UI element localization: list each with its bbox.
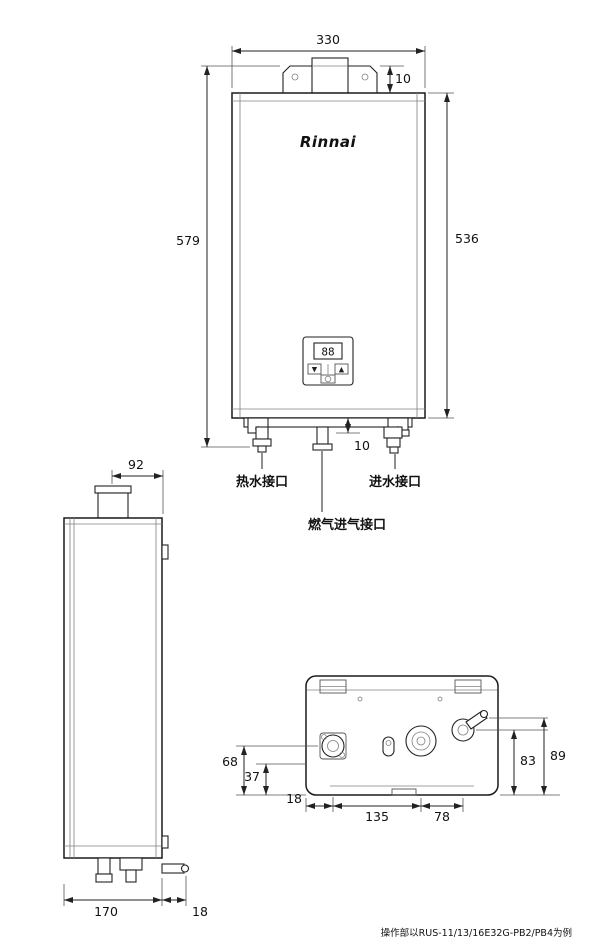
dim-flue-depth: 92 (128, 457, 144, 472)
flue-pipe (94, 485, 132, 494)
dim-gas-pipe-height: 89 (550, 748, 566, 763)
water-inlet-fitting (383, 426, 403, 439)
front-dimensions: 330 10 579 536 10 (176, 32, 479, 453)
control-panel: 88 ▼ ▲ (302, 336, 354, 386)
port-labels: 热水接口 进水接口 燃气进气接口 (236, 451, 421, 533)
dim-drain-height: 37 (244, 769, 260, 784)
hot-water-fitting (255, 426, 269, 440)
dim-hot-water-height: 68 (222, 754, 238, 769)
label-water-inlet: 进水接口 (369, 474, 421, 490)
bottom-drain-port (382, 736, 395, 757)
brand-logo: Rinnai (300, 133, 357, 151)
dim-hot-water-to-inlet: 135 (365, 809, 389, 824)
footnote: 操作部以RUS-11/13/16E32G-PB2/PB4为例 (381, 927, 572, 939)
power-button (320, 374, 336, 384)
front-view: Rinnai 88 ▼ ▲ (231, 57, 426, 454)
dim-bottom-offset: 10 (354, 438, 370, 453)
mount-bracket-bottom (161, 835, 169, 849)
side-cabinet (63, 517, 163, 859)
dim-bracket-offset: 10 (395, 71, 411, 86)
bottom-fittings (243, 417, 413, 454)
bottom-view (305, 675, 499, 796)
up-arrow-icon: ▲ (339, 366, 345, 374)
bottom-gas-valve (451, 709, 489, 742)
bottom-hot-water-port (319, 732, 347, 760)
dim-inlet-to-gas: 78 (434, 809, 450, 824)
gas-inlet-pipe (316, 426, 329, 445)
label-gas-inlet: 燃气进气接口 (308, 517, 386, 533)
side-view (63, 485, 190, 883)
dim-valve-protrusion: 18 (192, 904, 208, 919)
dim-body-height: 536 (455, 231, 479, 246)
side-dimensions: 92 170 18 (63, 457, 208, 919)
mount-bracket-top (161, 544, 169, 560)
up-button (334, 363, 349, 375)
down-arrow-icon: ▼ (312, 366, 318, 374)
temperature-display (313, 342, 343, 360)
bottom-dimensions: 68 37 18 135 78 83 89 (222, 717, 566, 824)
dim-gas-height: 83 (520, 753, 536, 768)
flue-collar (311, 57, 349, 94)
dim-front-width: 330 (316, 32, 340, 47)
display-value: 88 (321, 346, 334, 359)
down-button (307, 363, 322, 375)
power-icon (324, 375, 332, 383)
bottom-water-inlet-port (405, 725, 437, 757)
dim-depth: 170 (94, 904, 118, 919)
side-gas-valve (161, 863, 185, 874)
dim-edge-to-hot-water: 18 (286, 791, 302, 806)
dim-overall-height: 579 (176, 233, 200, 248)
label-hot-water: 热水接口 (236, 474, 288, 490)
